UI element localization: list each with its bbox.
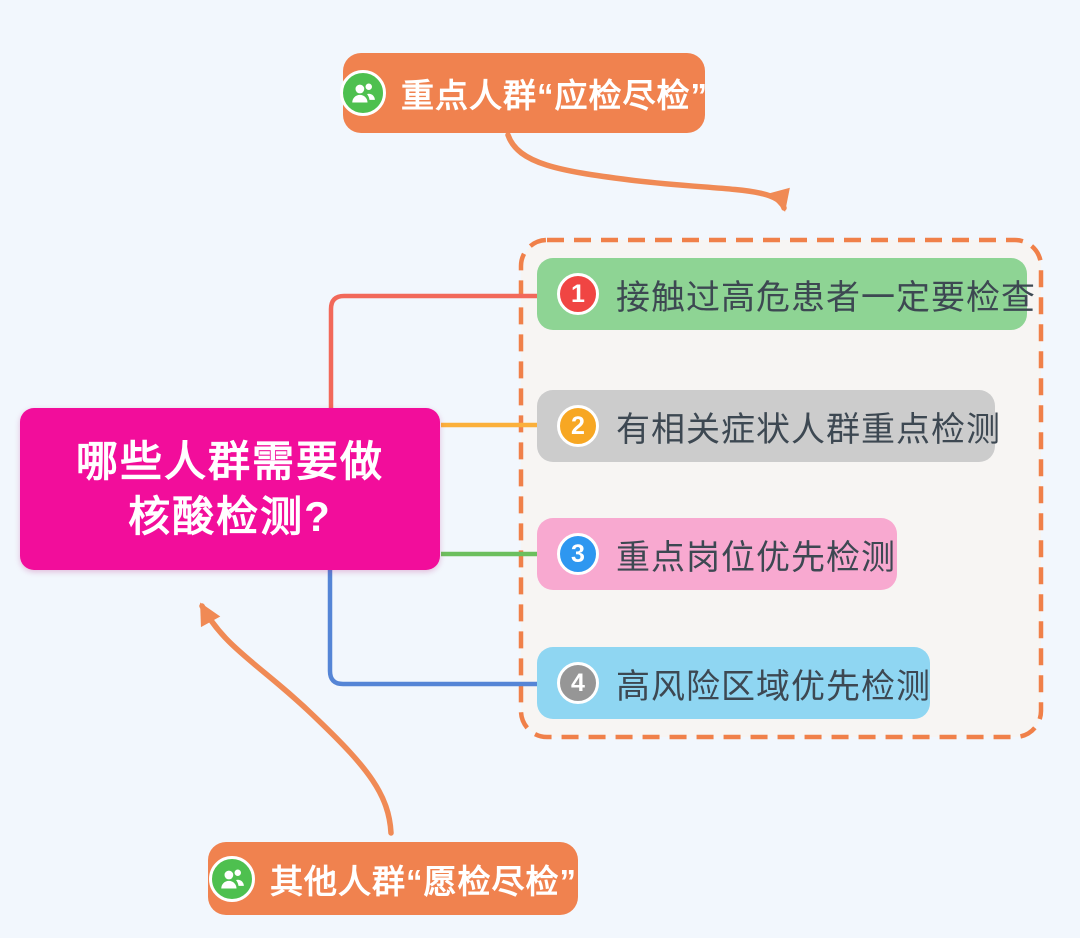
item-1-label: 接触过高危患者一定要检查 bbox=[616, 277, 1036, 318]
item-3-label: 重点岗位优先检测 bbox=[616, 537, 896, 578]
item-4-number-badge: 4 bbox=[557, 662, 599, 704]
arrow-bottom-badge-to-title bbox=[199, 602, 394, 836]
item-3-number-badge: 3 bbox=[557, 533, 599, 575]
people-icon bbox=[209, 855, 255, 902]
item-2-label: 有相关症状人群重点检测 bbox=[616, 409, 1001, 450]
people-icon bbox=[340, 70, 386, 116]
connector-item-4 bbox=[327, 570, 539, 687]
top-badge-label: 重点人群“应检尽检” bbox=[401, 77, 708, 114]
item-2: 2 有相关症状人群重点检测 bbox=[537, 390, 1000, 462]
title-line-1: 哪些人群需要做 bbox=[75, 437, 384, 485]
item-3: 3 重点岗位优先检测 bbox=[537, 518, 897, 590]
title-line-2: 核酸检测? bbox=[128, 493, 332, 540]
bottom-badge: 其他人群“愿检尽检” bbox=[208, 842, 578, 915]
top-badge: 重点人群“应检尽检” bbox=[340, 53, 708, 133]
arrow-top-badge-to-panel bbox=[505, 132, 790, 212]
connector-item-1 bbox=[328, 293, 539, 408]
dashed-panel bbox=[518, 237, 1044, 740]
title-box: 哪些人群需要做 核酸检测? bbox=[20, 408, 440, 570]
item-4: 4 高风险区域优先检测 bbox=[537, 647, 930, 719]
item-2-number-badge: 2 bbox=[557, 405, 599, 447]
bottom-badge-label: 其他人群“愿检尽检” bbox=[270, 862, 577, 900]
item-1-number-badge: 1 bbox=[557, 273, 599, 315]
item-4-label: 高风险区域优先检测 bbox=[616, 666, 931, 707]
item-1: 1 接触过高危患者一定要检查 bbox=[537, 258, 1035, 330]
